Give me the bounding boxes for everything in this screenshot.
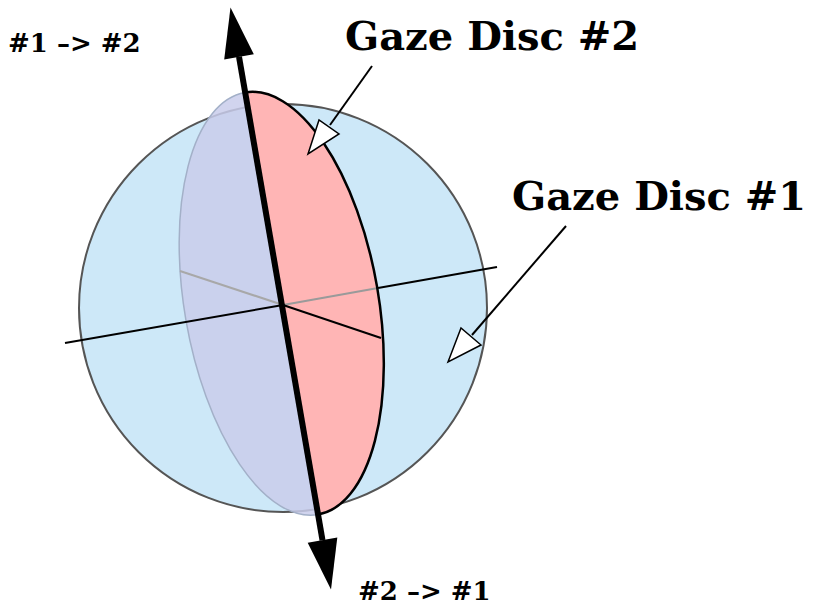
- depth-axis-front: [283, 305, 381, 338]
- leader-line: [330, 66, 372, 125]
- horizontal-axis-left: [65, 305, 283, 343]
- horizontal-axis-right: [378, 267, 497, 288]
- gaze-disc-rim: [245, 92, 384, 515]
- horizontal-axis-hidden: [283, 288, 378, 305]
- axis-arrowhead-top: [224, 8, 254, 60]
- axis-arrowhead-bottom: [308, 538, 338, 590]
- leader-arrowhead: [308, 120, 339, 154]
- leader-line: [472, 226, 566, 335]
- disc-label: Gaze Disc #1: [512, 176, 806, 216]
- disc-label: Gaze Disc #2: [345, 16, 639, 56]
- depth-axis-back: [180, 271, 283, 305]
- gaze-disc-front-half: [245, 92, 384, 515]
- rotation-axis: [239, 57, 323, 540]
- axis-direction-label: #1 –> #2: [8, 30, 141, 56]
- axis-direction-label: #2 –> #1: [358, 578, 491, 604]
- leader-arrowhead: [448, 328, 481, 362]
